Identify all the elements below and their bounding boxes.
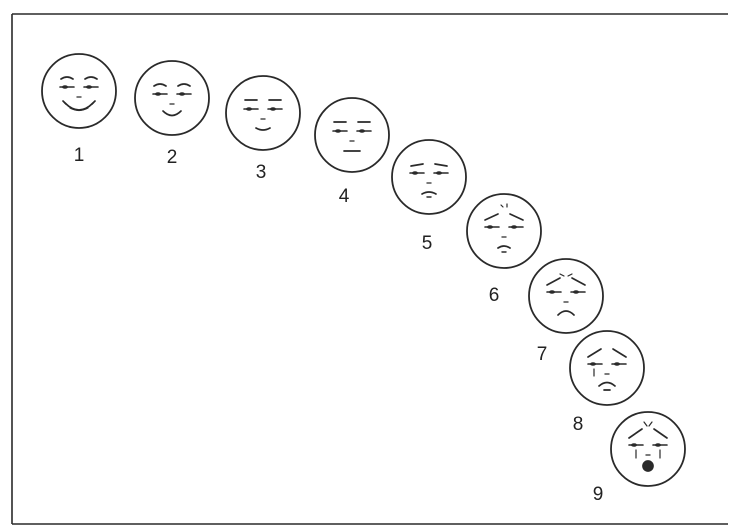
face-outline	[528, 258, 604, 334]
face-features	[243, 99, 283, 131]
face-outline	[391, 139, 467, 215]
face-1: 1	[41, 53, 117, 166]
face-outline	[466, 193, 542, 269]
face-label-1: 1	[74, 145, 85, 166]
face-features	[59, 76, 99, 112]
face-label-2: 2	[167, 147, 178, 168]
face-features	[409, 163, 449, 198]
face-features	[484, 203, 524, 253]
face-label-5: 5	[422, 233, 433, 254]
face-features	[546, 273, 586, 316]
face-3: 3	[225, 75, 301, 183]
face-label-4: 4	[339, 186, 350, 207]
face-outline	[569, 330, 645, 406]
face-label-3: 3	[256, 162, 267, 183]
face-label-9: 9	[593, 484, 604, 505]
face-6: 6	[466, 193, 542, 306]
face-outline	[225, 75, 301, 151]
face-features	[332, 121, 372, 152]
face-label-6: 6	[489, 285, 500, 306]
face-8: 8	[569, 330, 645, 435]
face-7: 7	[528, 258, 604, 365]
face-outline	[41, 53, 117, 129]
face-label-7: 7	[537, 344, 548, 365]
face-label-8: 8	[573, 414, 584, 435]
figure-frame	[11, 13, 728, 525]
face-outline	[134, 60, 210, 136]
face-features	[152, 83, 192, 117]
face-features	[587, 348, 627, 391]
face-4: 4	[314, 97, 390, 207]
face-outline	[610, 411, 686, 487]
face-9: 9	[593, 411, 686, 505]
faces-sequence: 1 2 3 4 5 6 7 8 9	[41, 53, 686, 505]
face-features	[628, 421, 668, 472]
face-2: 2	[134, 60, 210, 168]
face-outline	[314, 97, 390, 173]
face-5: 5	[391, 139, 467, 254]
